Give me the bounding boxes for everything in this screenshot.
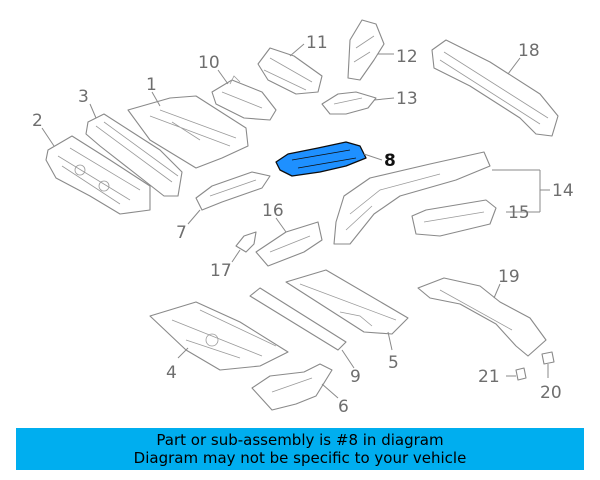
label-18: 18	[518, 41, 540, 61]
label-16: 16	[262, 201, 284, 221]
label-11: 11	[306, 33, 328, 53]
label-15: 15	[508, 203, 530, 223]
label-14: 14	[552, 181, 574, 201]
part-3	[85, 113, 183, 197]
label-8-highlighted: 8	[384, 151, 396, 171]
notice-banner: Part or sub-assembly is #8 in diagram Di…	[16, 428, 584, 470]
part-6	[251, 363, 333, 411]
part-16	[255, 221, 323, 267]
label-17: 17	[210, 261, 232, 281]
part-5	[285, 269, 409, 335]
label-20: 20	[540, 383, 562, 403]
part-2	[45, 135, 151, 215]
label-21: 21	[478, 367, 500, 387]
part-12	[347, 19, 385, 81]
part-17	[235, 231, 257, 253]
part-7	[195, 171, 271, 211]
label-9: 9	[350, 367, 361, 387]
notice-line-1: Part or sub-assembly is #8 in diagram	[156, 431, 444, 449]
parts-diagram: 1 2 3 4 5 6 7 8 9 10 11 12 13 14 15 16 1…	[32, 19, 574, 417]
label-6: 6	[338, 397, 349, 417]
part-15	[411, 199, 497, 237]
part-19	[417, 277, 547, 357]
label-12: 12	[396, 47, 418, 67]
part-4	[149, 301, 289, 371]
notice-line-2: Diagram may not be specific to your vehi…	[133, 449, 467, 467]
part-14	[333, 151, 491, 245]
part-8-highlighted	[275, 141, 367, 177]
part-11	[257, 47, 323, 95]
part-13	[321, 91, 377, 115]
label-1: 1	[146, 75, 157, 95]
part-20	[541, 351, 555, 378]
label-3: 3	[78, 87, 89, 107]
part-1	[127, 95, 249, 169]
label-10: 10	[198, 53, 220, 73]
part-9	[249, 287, 347, 351]
label-2: 2	[32, 111, 43, 131]
label-5: 5	[388, 353, 399, 373]
label-13: 13	[396, 89, 418, 109]
callout-labels: 1 2 3 4 5 6 7 8 9 10 11 12 13 14 15 16 1…	[32, 33, 574, 417]
label-7: 7	[176, 223, 187, 243]
label-19: 19	[498, 267, 520, 287]
part-21	[515, 367, 527, 381]
label-4: 4	[166, 363, 177, 383]
part-18	[431, 39, 559, 137]
leader-lines	[41, 43, 550, 399]
part-10	[211, 75, 277, 121]
